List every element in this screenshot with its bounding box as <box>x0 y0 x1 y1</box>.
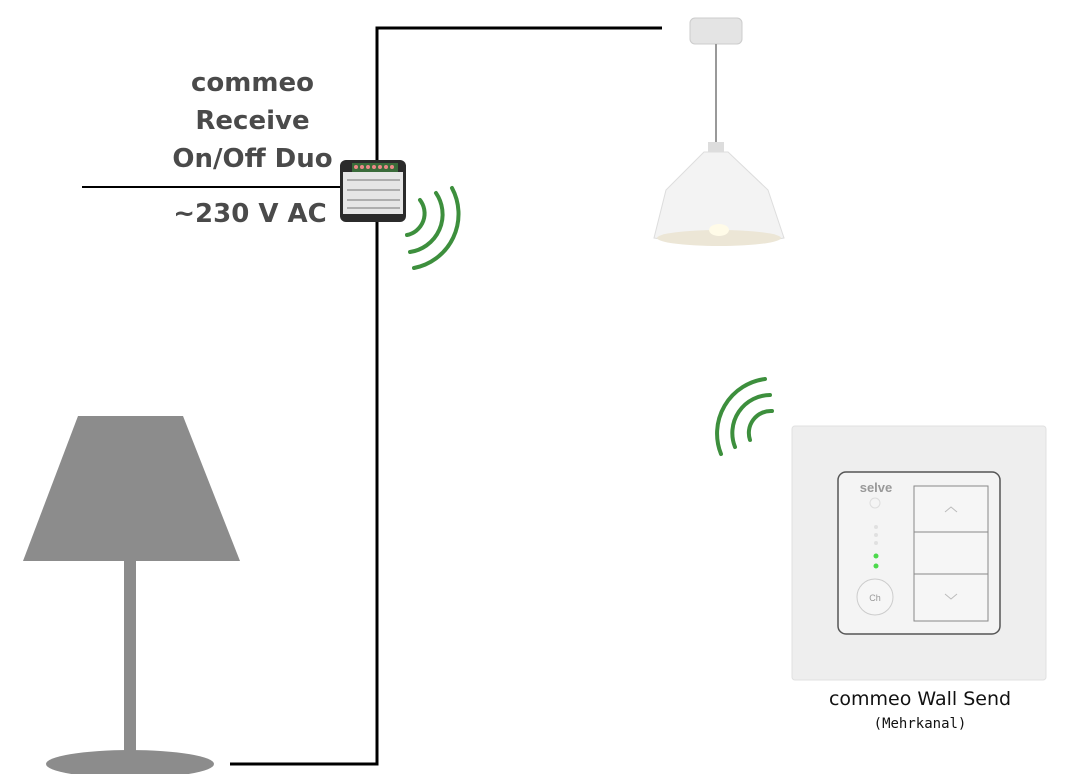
receiver-module-icon <box>340 160 406 222</box>
wall-switch-icon: Ch selve <box>791 425 1047 681</box>
sender-title: commeo Wall Send <box>828 688 1012 710</box>
signal-waves-receiver-icon <box>405 186 461 270</box>
wiring <box>82 26 662 766</box>
receiver-label-line1: commeo <box>191 68 314 98</box>
sender-subtitle: (Mehrkanal) <box>873 716 967 732</box>
pendant-lamp-icon <box>653 17 785 246</box>
wire-to-pendant <box>230 26 662 766</box>
voltage-label: ~230 V AC <box>173 199 327 229</box>
floor-lamp-icon <box>23 416 240 774</box>
receiver-label-line2: Receive <box>195 106 310 136</box>
signal-waves-sender-icon <box>715 377 774 456</box>
brand-logo: selve <box>860 480 893 495</box>
receiver-label: commeo Receive On/Off Duo <box>150 64 355 178</box>
receiver-label-line3: On/Off Duo <box>172 144 333 174</box>
channel-button-label: Ch <box>869 593 881 603</box>
